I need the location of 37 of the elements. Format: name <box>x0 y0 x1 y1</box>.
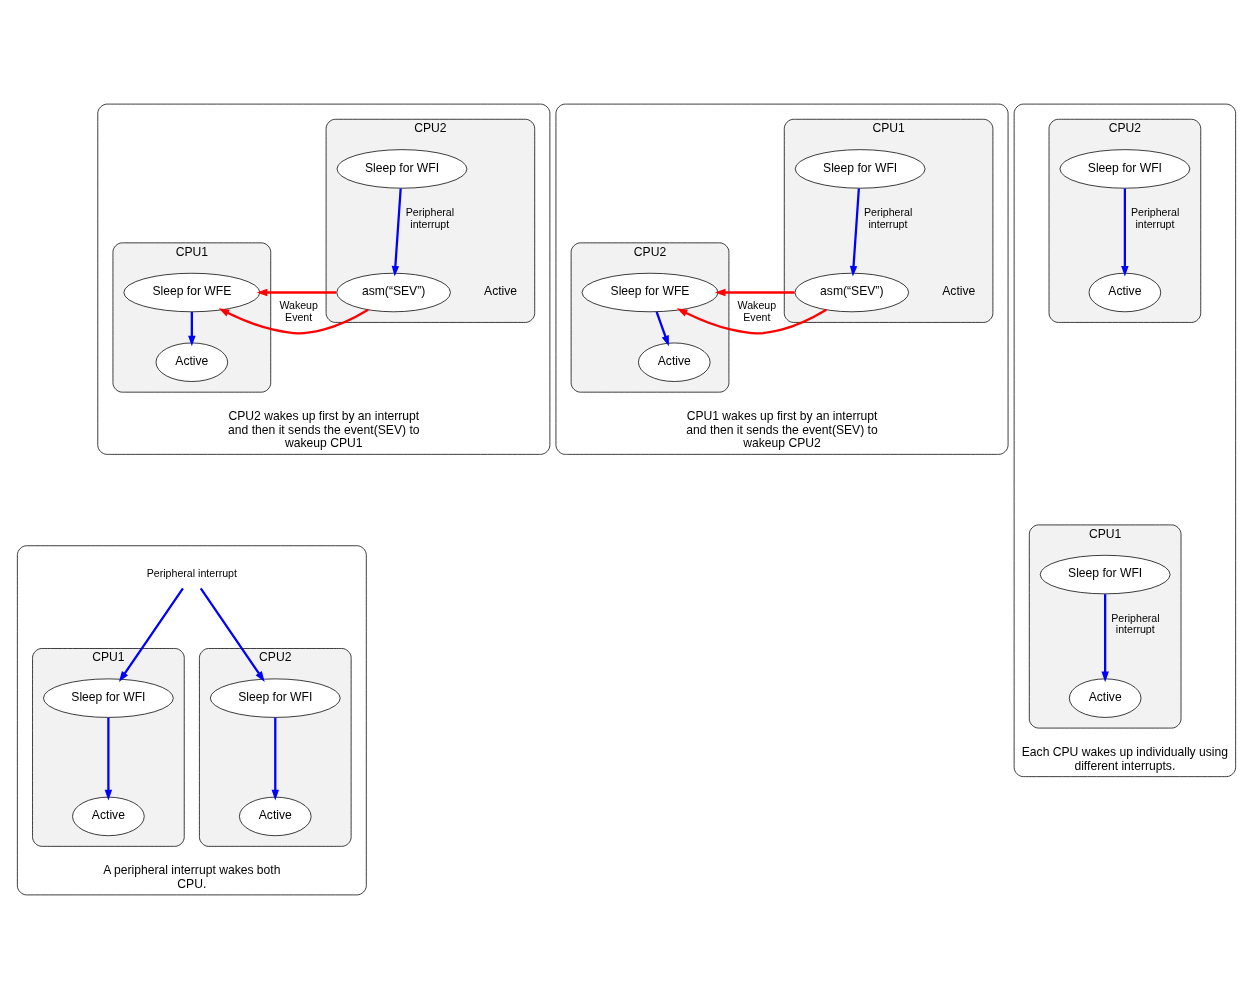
node-ellipse: Sleep for WFE <box>123 272 261 313</box>
node-ellipse: Active <box>239 796 312 837</box>
edge-label: Peripheral interrupt <box>1130 206 1180 230</box>
arrow <box>1101 594 1109 683</box>
arrow <box>188 311 196 347</box>
node-ellipse: Active <box>1088 272 1162 313</box>
node-label: Active <box>942 284 976 299</box>
node-text: Peripheral interrupt <box>146 567 237 580</box>
arrow <box>218 288 369 335</box>
arrow <box>655 311 669 347</box>
edge-label: Peripheral interrupt <box>405 206 455 230</box>
node-ellipse: Sleep for WFI <box>794 149 926 189</box>
arrow <box>271 717 279 801</box>
node-ellipse: Sleep for WFI <box>1059 149 1191 189</box>
node-ellipse: Sleep for WFI <box>209 678 341 718</box>
edge-label: Peripheral interrupt <box>863 206 913 230</box>
node-ellipse: Active <box>155 342 229 382</box>
node-ellipse: Sleep for WFE <box>581 272 719 313</box>
node-ellipse: Active <box>72 796 145 837</box>
node-label: Active <box>484 284 518 299</box>
edge-label: Wakeup Event <box>737 299 777 323</box>
arrow <box>391 188 402 277</box>
arrow <box>676 288 827 335</box>
arrow <box>1121 188 1129 277</box>
node-ellipse: Sleep for WFI <box>43 678 174 718</box>
edge-label: Wakeup Event <box>279 299 318 323</box>
node-ellipse: Active <box>1068 678 1142 718</box>
edge-label: Peripheral interrupt <box>1111 612 1160 636</box>
arrow <box>104 717 113 801</box>
arrow <box>118 587 184 682</box>
arrow <box>199 587 265 682</box>
node-ellipse: Sleep for WFI <box>1039 554 1171 595</box>
node-ellipse: asm(“SEV”) <box>336 272 451 313</box>
node-ellipse: Sleep for WFI <box>336 149 468 189</box>
arrow <box>849 188 860 277</box>
node-ellipse: Active <box>638 342 711 382</box>
node-ellipse: asm(“SEV”) <box>794 272 909 313</box>
